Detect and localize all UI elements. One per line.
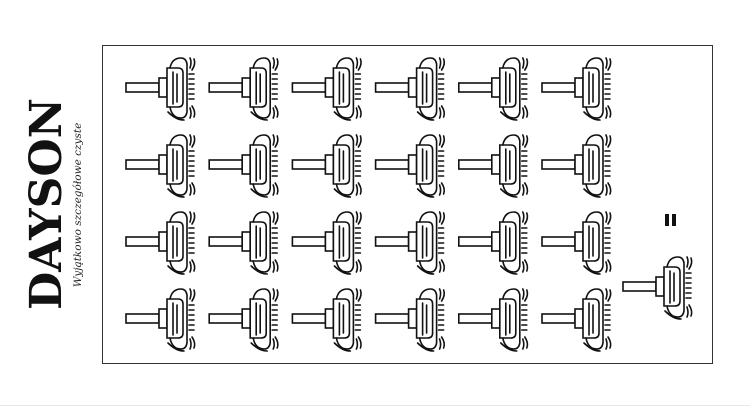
brand-tagline: Wyjątkowo szczegółowe czyste xyxy=(71,122,84,288)
broom-brush-icon xyxy=(457,134,529,198)
broom-brush-icon xyxy=(125,57,196,121)
icon-grid-card xyxy=(102,45,713,364)
broom-brush-icon xyxy=(457,288,529,352)
result-broom-icon xyxy=(622,256,693,320)
broom-brush-icon xyxy=(541,288,612,352)
result-broom xyxy=(622,256,693,320)
broom-brush-icon xyxy=(457,211,529,275)
broom-brush-icon xyxy=(125,288,196,352)
broom-brush-icon xyxy=(208,288,279,352)
broom-brush-icon xyxy=(291,211,362,275)
broom-brush-icon xyxy=(374,288,446,352)
equals-icon xyxy=(663,214,679,228)
broom-brush-icon xyxy=(208,134,279,198)
broom-brush-icon xyxy=(541,57,612,121)
broom-brush-icon xyxy=(208,57,279,121)
broom-brush-icon xyxy=(541,211,612,275)
broom-brush-icon xyxy=(291,57,362,121)
broom-brush-icon xyxy=(374,57,446,121)
broom-brush-icon xyxy=(374,134,446,198)
broom-brush-icon xyxy=(457,57,529,121)
broom-brush-icon xyxy=(125,134,196,198)
broom-brush-icon xyxy=(125,211,196,275)
broom-brush-icon xyxy=(208,211,279,275)
broom-brush-icon xyxy=(541,134,612,198)
broom-brush-icon xyxy=(291,134,362,198)
brand-block: DAYSON Wyjątkowo szczegółowe czyste xyxy=(0,0,98,413)
broom-brush-icon xyxy=(291,288,362,352)
icon-grid xyxy=(125,57,612,352)
brand-title: DAYSON xyxy=(21,98,72,310)
broom-brush-icon xyxy=(374,211,446,275)
divider xyxy=(0,405,750,406)
